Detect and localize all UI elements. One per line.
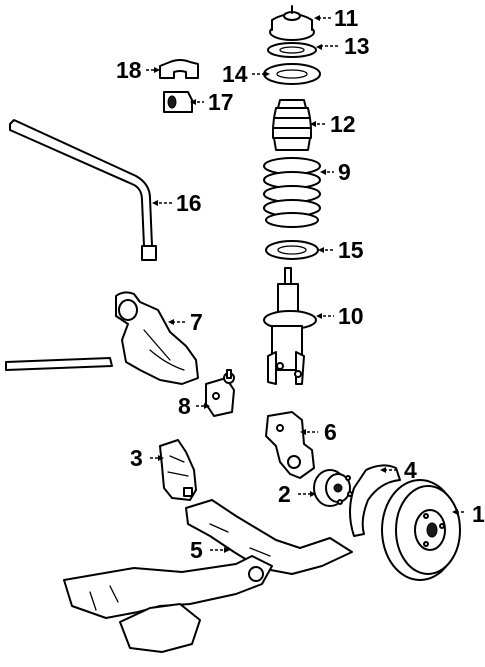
callout-17: 17 (208, 89, 234, 115)
callout-8: 8 (178, 393, 191, 419)
part-3-shield (159, 439, 197, 501)
callout-7: 7 (190, 309, 203, 335)
part-16-stabilizer-bar (9, 119, 157, 261)
part-15-insulator (265, 240, 319, 260)
callout-4: 4 (404, 457, 417, 483)
part-2-hub (313, 469, 353, 507)
callout-3: 3 (130, 445, 143, 471)
part-17-bushing (163, 91, 193, 113)
part-13-bearing (267, 42, 317, 58)
callout-9: 9 (338, 159, 351, 185)
part-5-crossmember (63, 499, 353, 653)
part-7-control-arm (5, 291, 199, 385)
callout-6: 6 (324, 419, 337, 445)
leader-lines (146, 15, 466, 553)
part-14-spring-seat (263, 63, 321, 85)
part-12-boot (272, 99, 312, 151)
callout-11: 11 (334, 5, 359, 31)
callout-5: 5 (190, 537, 203, 563)
callout-2: 2 (278, 481, 291, 507)
part-6-knuckle (265, 411, 315, 479)
callout-16: 16 (176, 190, 202, 216)
callout-13: 13 (344, 33, 370, 59)
part-1-rotor (381, 479, 461, 581)
part-11-strut-mount (269, 5, 315, 41)
callout-10: 10 (338, 303, 364, 329)
part-18-bracket (159, 59, 199, 79)
callout-15: 15 (338, 237, 364, 263)
part-8-ball-joint (205, 369, 235, 417)
part-4-splash-shield (349, 464, 401, 537)
callout-labels: 1 2 3 4 5 6 7 8 9 10 11 12 13 14 15 16 1… (116, 5, 485, 563)
part-9-coil-spring (263, 157, 321, 228)
callout-14: 14 (222, 61, 248, 87)
callout-12: 12 (330, 111, 356, 137)
callout-18: 18 (116, 57, 142, 83)
part-10-strut (263, 267, 317, 385)
callout-1: 1 (472, 501, 485, 527)
